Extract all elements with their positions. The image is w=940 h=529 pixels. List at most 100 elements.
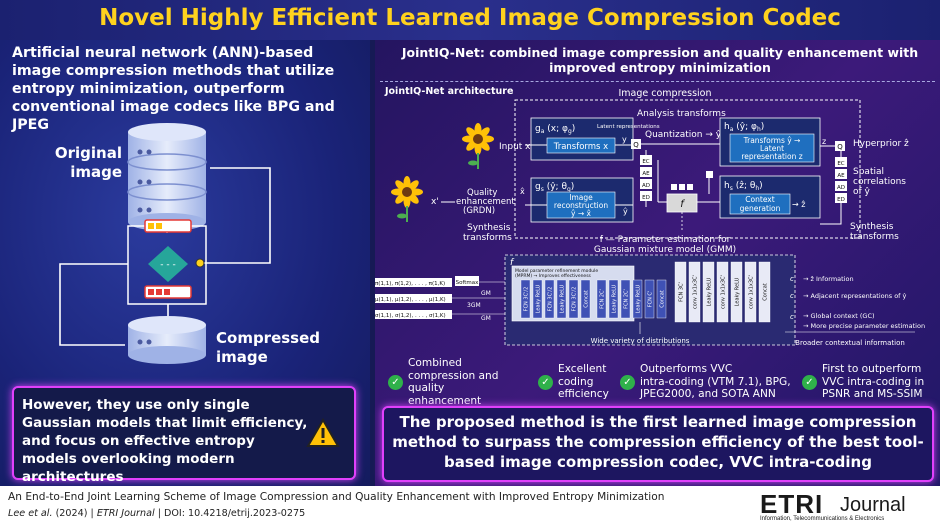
input-x-label: Input x <box>499 142 531 152</box>
mprm-label-1: Model parameter refinement module <box>515 268 598 274</box>
svg-text:μ(1,1), μ(1,2), . . . , μ(1,K): μ(1,1), μ(1,2), . . . , μ(1,K) <box>375 297 446 303</box>
original-image-database-icon <box>127 123 207 231</box>
synthesis-left-label-1: Synthesis <box>467 223 511 233</box>
original-to-codec-arrow <box>203 167 271 264</box>
layer-label: Leaky ReLU <box>536 284 542 313</box>
layer-label: Leaky ReLU <box>735 277 741 306</box>
transforms-yhat-box <box>729 133 815 163</box>
hyper-quantizer-q-label: Q <box>837 143 843 151</box>
synthesis-right-label-1: Synthesis <box>850 222 894 232</box>
layer-bar <box>568 279 579 319</box>
transforms-yhat-label-3: representation z <box>741 152 802 161</box>
citation: Lee et al. (2024) | ETRI Journal | DOI: … <box>8 508 306 519</box>
result-text: The proposed method is the first learned… <box>392 413 924 471</box>
layer-bar <box>702 261 715 323</box>
image-compression-label: Image compression <box>618 88 711 99</box>
layer-label: Concat <box>763 283 769 301</box>
broader-label: Broader contextual information <box>795 339 905 347</box>
quantization-label: Quantization → ŷ <box>645 130 722 140</box>
transforms-x-label: Transforms x <box>553 142 608 152</box>
context-out-label: → ẑ <box>792 200 805 209</box>
svg-text:c: c <box>790 275 794 283</box>
compressed-label-1: Compressed <box>216 329 320 347</box>
z-label: z <box>822 137 826 146</box>
result-box <box>382 406 934 482</box>
layer-label: FCN 2C' <box>624 289 630 309</box>
layer-label: FCN 3C'/2 <box>572 287 578 312</box>
f-detail-label: f <box>510 258 515 268</box>
layer-label: conv 1x1x3C' <box>693 275 699 309</box>
svg-text:→ ẑ Information: → ẑ Information <box>803 275 854 283</box>
check-icon: ✓ <box>538 374 553 390</box>
layer-bar <box>656 279 667 319</box>
codec-flowchart-icon: - - - <box>59 219 207 346</box>
hyper-decode-arrow <box>820 212 842 225</box>
original-label-2: image <box>70 163 122 181</box>
svg-text:AD: AD <box>837 185 845 191</box>
yhat-label: ŷ <box>623 207 628 216</box>
jointiq-heading: JointIQ-Net: combined image compression … <box>401 45 919 75</box>
spatial-label-3: of ŷ <box>853 187 871 197</box>
xhat-label: x̂ <box>520 186 525 196</box>
svg-text:→ Global context (GC): → Global context (GC) <box>803 312 875 320</box>
warning-triangle-icon <box>306 418 340 447</box>
gmm-output-rows: π(1,1), π(1,2), . . . , π(1,K) μ(1,1), μ… <box>375 276 505 322</box>
left-flow-diagram: - - - Original image Compressed image <box>55 123 320 366</box>
layer-label: Concat <box>584 290 590 308</box>
context-gen-label-2: generation <box>740 204 781 213</box>
gs-label: gs (ŷ; θg) <box>535 182 574 193</box>
svg-text:c: c <box>790 292 794 300</box>
svg-text:c: c <box>790 313 794 321</box>
context-gen-label-1: Context <box>745 195 774 204</box>
layer-label: FCN 2C' <box>600 289 606 309</box>
svg-text:- - -: - - - <box>160 260 175 270</box>
layer-bar <box>632 279 643 319</box>
svg-text:GM: GM <box>481 290 491 297</box>
transforms-yhat-label-1: Transforms ŷ → <box>743 136 801 145</box>
context-gen-box <box>729 193 791 215</box>
spatial-label-2: correlations <box>853 177 906 187</box>
transforms-yhat-label-2: Latent <box>760 144 784 153</box>
svg-text:EC: EC <box>642 159 649 165</box>
quality-label-2: enhancement <box>456 197 515 207</box>
footer <box>0 486 940 529</box>
compressed-image-database-icon <box>128 316 206 364</box>
output-sunflower-icon <box>391 176 423 222</box>
y-label: y <box>622 135 627 144</box>
svg-text:ED: ED <box>642 195 650 201</box>
layer-label: FCN 3C' <box>679 282 685 302</box>
quantizer-q-box <box>631 139 641 149</box>
svg-text:3GM: 3GM <box>467 302 481 309</box>
intro-text: Artificial neural network (ANN)-based im… <box>12 45 335 133</box>
compression-dashed-box <box>514 99 861 239</box>
hyperprior-label: Hyperprior ẑ <box>853 139 909 149</box>
layer-label: Leaky ReLU <box>707 277 713 306</box>
ga-label: ga (x; φg) <box>535 124 575 135</box>
spatial-label-1: Spatial <box>853 167 884 177</box>
image-recon-label-3: ŷ → x̂ <box>571 209 591 218</box>
layer-label: Leaky ReLU <box>612 284 618 313</box>
layer-bar <box>644 279 655 319</box>
etri-logo-text: ETRI <box>760 489 824 519</box>
layer-label: Leaky ReLU <box>636 284 642 313</box>
entropy-coder-right: EC AE AD ED <box>835 151 847 212</box>
layer-bar <box>580 279 591 319</box>
layer-bar <box>596 279 607 319</box>
original-label-1: Original <box>55 144 122 162</box>
quality-label-3: (GRDN) <box>463 206 495 216</box>
svg-text:EC: EC <box>837 161 844 167</box>
architecture-diagram: JointIQ-Net architecture Image compressi… <box>375 86 925 347</box>
layer-bar <box>688 261 701 323</box>
layer-label: FCN 3C'/2 <box>524 287 530 312</box>
context-node-box <box>706 171 713 178</box>
layer-label: Leaky ReLU <box>560 284 566 313</box>
layer-label: Concat <box>660 290 666 308</box>
junction-dot <box>195 258 205 268</box>
layer-bar <box>716 261 729 323</box>
main-title: Novel Highly Efficient Learned Image Com… <box>99 5 841 31</box>
